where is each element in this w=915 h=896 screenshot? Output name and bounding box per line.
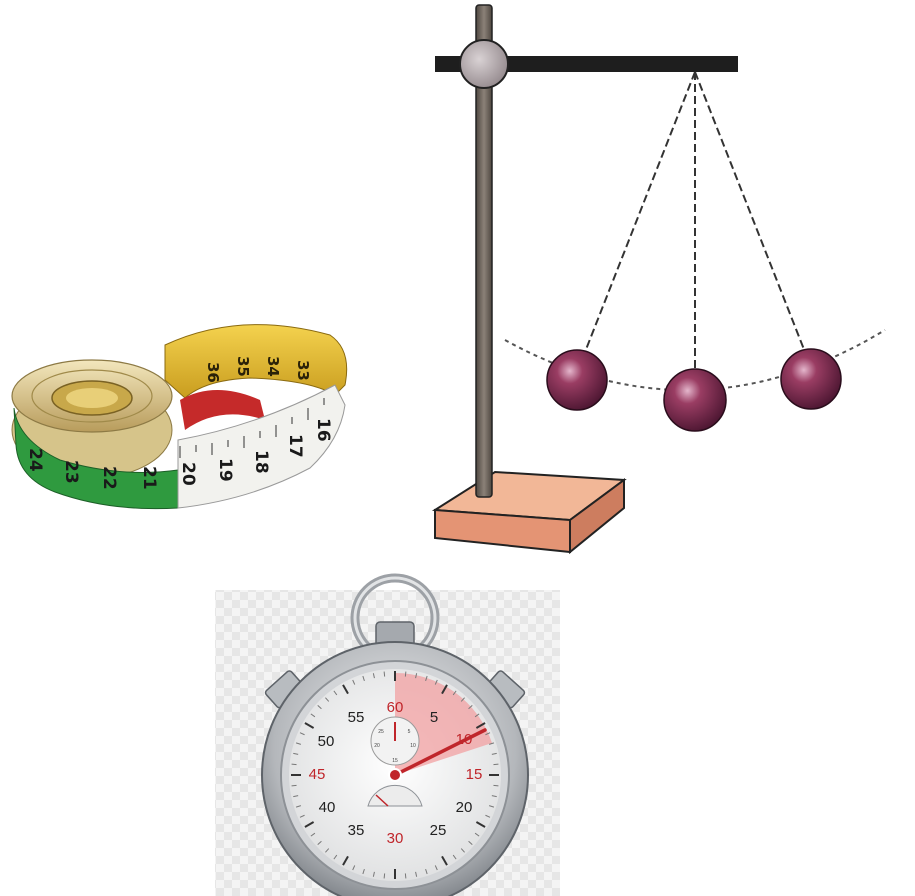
tape-measure: 36 35 34 33 24 23 22 21 — [12, 325, 347, 509]
dial-number: 5 — [430, 709, 438, 726]
dial-number: 25 — [430, 822, 447, 839]
stand-base — [435, 472, 624, 552]
sub-dial-number: 25 — [378, 729, 384, 735]
tape-loop-yellow — [165, 325, 347, 398]
dial-tick — [384, 672, 385, 677]
tape-roll-hole — [66, 388, 118, 408]
clamp-knob — [460, 40, 508, 88]
tape-number: 33 — [294, 360, 312, 381]
tape-number: 19 — [215, 458, 235, 482]
tape-number: 23 — [61, 460, 81, 484]
dial-tick — [292, 764, 297, 765]
tape-number: 21 — [139, 466, 159, 490]
dial-number: 35 — [348, 822, 365, 839]
pendulum-strings — [585, 72, 805, 372]
dial-number: 45 — [309, 766, 326, 783]
pendulum-bob-right — [781, 349, 841, 409]
tape-number: 36 — [204, 362, 222, 383]
dial-number: 20 — [456, 799, 473, 816]
pendulum-bob-center — [664, 369, 726, 431]
hand-pivot — [389, 769, 401, 781]
pendulum-apparatus — [435, 5, 885, 552]
sub-dial-number: 15 — [392, 758, 398, 764]
dial-number: 60 — [387, 699, 404, 716]
tape-number: 22 — [99, 466, 119, 490]
pendulum-bob-left — [547, 350, 607, 410]
tape-number: 35 — [234, 356, 252, 377]
dial-tick — [493, 785, 498, 786]
tape-number: 18 — [251, 450, 271, 474]
tape-number: 17 — [285, 434, 305, 458]
sub-dial-number: 5 — [408, 729, 411, 735]
dial-tick — [384, 873, 385, 878]
tape-number: 34 — [264, 356, 282, 377]
dial-number: 15 — [466, 766, 483, 783]
dial-number: 50 — [318, 733, 335, 750]
dial-tick — [493, 764, 498, 765]
dial-tick — [405, 873, 406, 878]
dial-tick — [292, 785, 297, 786]
dial-number: 55 — [348, 709, 365, 726]
dial-number: 30 — [387, 830, 404, 847]
tape-number: 20 — [178, 462, 198, 486]
dial-tick — [405, 672, 406, 677]
sub-dial-number: 20 — [374, 743, 380, 749]
dial-number: 40 — [319, 799, 336, 816]
tape-number: 16 — [313, 418, 333, 442]
stopwatch: 60 5 10 15 20 25 30 35 40 45 50 55 25 5 … — [215, 578, 560, 896]
tape-number: 24 — [25, 448, 45, 472]
sub-dial-number: 10 — [410, 743, 416, 749]
